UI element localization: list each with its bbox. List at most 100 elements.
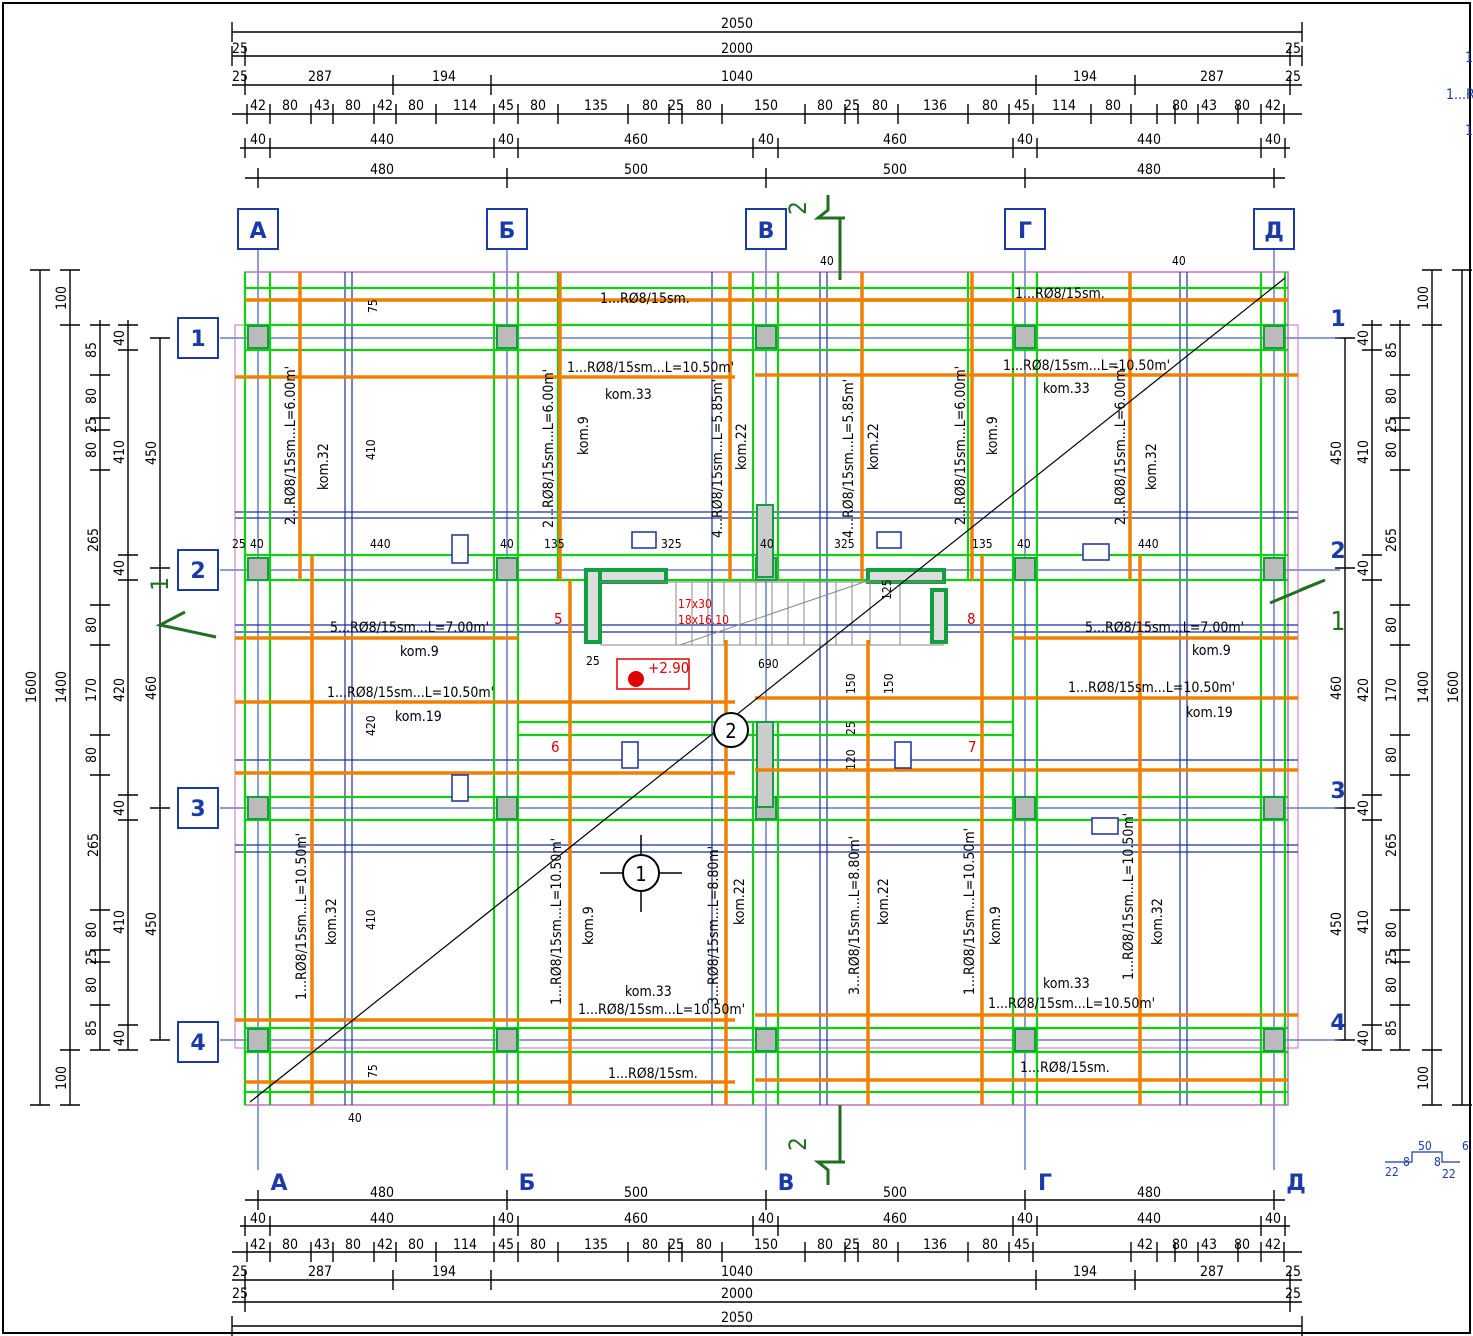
- dim-seg: 460: [624, 1211, 648, 1227]
- dim-inner: 40: [820, 254, 834, 268]
- left-dimension-texts: 1600 1400 100 100 85 80 25 80 80 170 80 …: [24, 286, 160, 1090]
- dim-seg: 25: [1384, 417, 1400, 433]
- bar-label: kom.19: [395, 709, 442, 725]
- field-number: 7: [968, 738, 977, 756]
- dim-overall-top: 2050: [721, 16, 753, 32]
- bar-label: 1...RØ8/15sm...L=10.50m': [962, 828, 978, 995]
- dim-seg: 80: [642, 1237, 658, 1253]
- bar-label: kom.22: [734, 423, 750, 470]
- dim-seg: 80: [817, 98, 833, 114]
- dim-inner: 150: [882, 673, 896, 694]
- level-marker-box: [616, 658, 690, 690]
- bar-label: kom.33: [605, 387, 652, 403]
- dim-seg: 40: [758, 1211, 774, 1227]
- dim-seg: 85: [84, 342, 100, 358]
- dim-seg: 194: [432, 69, 456, 85]
- bar-label: kom.32: [1150, 898, 1166, 945]
- dim-seg: 450: [1329, 912, 1345, 936]
- dim-seg: 80: [1105, 98, 1121, 114]
- dim-seg: 136: [923, 1237, 947, 1253]
- stair-steps: [600, 579, 944, 646]
- axis-number-left: 3: [190, 797, 205, 822]
- dim-seg: 80: [1172, 1237, 1188, 1253]
- axis-number-right: 3: [1330, 779, 1345, 804]
- dim-seg: 40: [758, 132, 774, 148]
- dim-seg: 85: [1384, 1020, 1400, 1036]
- dim-seg: 80: [696, 1237, 712, 1253]
- dim-seg: 80: [1384, 442, 1400, 458]
- dim-seg: 25: [844, 98, 860, 114]
- dim-seg: 265: [1384, 833, 1400, 857]
- dim-seg: 80: [1384, 388, 1400, 404]
- dim-seg: 40: [112, 1030, 128, 1046]
- hook-dim: 8: [1434, 1155, 1441, 1169]
- dim-inner: 40: [348, 1111, 362, 1125]
- dim-seg: 25: [668, 1237, 684, 1253]
- dim-seg: 43: [314, 98, 330, 114]
- dim-seg: 440: [370, 1211, 394, 1227]
- axis-label-bottom: Б: [519, 1171, 536, 1196]
- right-dimension-texts: 1600 1400 100 100 85 80 25 80 265 80 170…: [1329, 286, 1462, 1090]
- dim-seg: 40: [498, 1211, 514, 1227]
- dim-seg: 460: [1329, 676, 1345, 700]
- dim-seg: 25: [1384, 949, 1400, 965]
- dim-seg: 42: [250, 98, 266, 114]
- bar-label: kom.33: [1043, 976, 1090, 992]
- dim-inner: 420: [364, 715, 378, 736]
- dim-inner: 40: [250, 537, 264, 551]
- dim-seg: 80: [1384, 977, 1400, 993]
- dim-seg: 25: [668, 98, 684, 114]
- dim-seg: 42: [1265, 98, 1281, 114]
- dim-seg: 150: [754, 98, 778, 114]
- bottom-dimension-ticks: [231, 1190, 1303, 1336]
- dim-offset: 25: [232, 41, 248, 57]
- dim-seg: 80: [84, 977, 100, 993]
- dim-seg: 170: [84, 678, 100, 702]
- left-dimensions: [30, 269, 170, 1106]
- bar-label: 1...RØ8/15sm.: [608, 1066, 698, 1082]
- dim-seg: 80: [1234, 98, 1250, 114]
- dim-seg: 45: [1014, 1237, 1030, 1253]
- dim-100-right: 100: [1416, 286, 1432, 310]
- dim-seg: 194: [1073, 1264, 1097, 1280]
- dim-offset: 25: [232, 69, 248, 85]
- bar-label: kom.33: [1043, 381, 1090, 397]
- bar-label: 1...RØ8/15sm...L=10.50m': [567, 360, 734, 376]
- field-number: 5: [554, 610, 563, 628]
- dim-seg: 287: [1200, 1264, 1224, 1280]
- dim-seg: 40: [1356, 560, 1372, 576]
- dim-seg: 40: [1265, 132, 1281, 148]
- dim-inner: 440: [370, 537, 391, 551]
- legend-text: 1...RØ: [1446, 87, 1473, 103]
- hook-dim: 50: [1418, 1139, 1432, 1153]
- bar-label: 1...RØ8/15sm...L=10.50m': [1121, 813, 1137, 980]
- section-label-1-left: 1: [146, 577, 174, 591]
- dim-offset: 25: [232, 1286, 248, 1302]
- legend-text: 1: [1465, 50, 1473, 66]
- dim-seg: 500: [883, 162, 907, 178]
- dim-inner: 25: [844, 721, 858, 735]
- dim-seg: 136: [923, 98, 947, 114]
- dim-seg: 43: [314, 1237, 330, 1253]
- hook-legend: 50 8 8 22 22 6,: [1385, 1139, 1472, 1181]
- axis-label-bottom: А: [270, 1171, 287, 1196]
- dim-inner-top: 2000: [721, 41, 753, 57]
- axis-label-top: Б: [499, 219, 516, 244]
- dim-seg: 420: [112, 678, 128, 702]
- bar-label: 2...RØ8/15sm...L=6.00m': [1113, 366, 1129, 525]
- dim-seg: 80: [530, 1237, 546, 1253]
- dim-seg: 170: [1384, 678, 1400, 702]
- dim-seg: 80: [345, 98, 361, 114]
- dim-seg: 114: [453, 1237, 477, 1253]
- dim-inner: 25: [232, 537, 246, 551]
- section-label-2-top: 2: [784, 201, 812, 215]
- dim-seg: 42: [377, 98, 393, 114]
- dim-overall-left: 1600: [24, 671, 40, 703]
- dim-seg: 85: [84, 1020, 100, 1036]
- axis-label-bottom: Д: [1286, 1171, 1306, 1196]
- dim-inner: 135: [544, 537, 565, 551]
- dim-seg: 80: [872, 1237, 888, 1253]
- bar-label: kom.9: [1192, 643, 1231, 659]
- dim-seg: 80: [817, 1237, 833, 1253]
- bar-label: kom.9: [576, 416, 592, 455]
